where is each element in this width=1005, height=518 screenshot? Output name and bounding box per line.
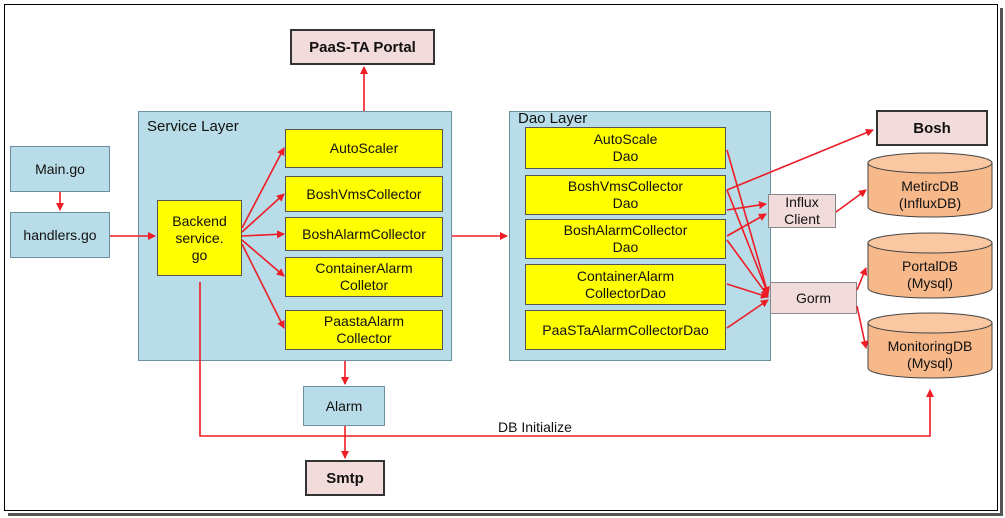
service-layer-title: Service Layer [147, 118, 239, 135]
gorm-to-portaldb-arrow [856, 267, 868, 291]
backend-to-boshalarm-arrow [241, 230, 285, 239]
metricdb-label: MetircDB (InfluxDB) [868, 178, 992, 212]
portaldb-label: PortalDB (Mysql) [868, 258, 992, 292]
boshalarm-dao-to-influx-arrow [726, 213, 767, 237]
backend-service-label: Backend service. go [172, 212, 227, 263]
dao-to-bosh-arrow [726, 128, 874, 191]
db-initialize-label: DB Initialize [498, 419, 572, 435]
bosh-vms-collector-label: BoshVmsCollector [306, 185, 422, 202]
paas-ta-portal-node: PaaS-TA Portal [290, 29, 435, 65]
influx-client-node: Influx Client [768, 194, 836, 228]
container-alarm-collector-label: ContainerAlarm Colletor [315, 260, 413, 293]
boshalarm-dao-to-gorm-arrow [726, 239, 769, 297]
gorm-to-monitoringdb-arrow [856, 305, 869, 349]
handlers-go-label: handlers.go [23, 226, 97, 243]
bosh-alarm-collector-dao-label: BoshAlarmCollector Dao [563, 222, 688, 255]
backend-to-containeralarm-arrow [241, 239, 285, 277]
portaldb-cylinder [867, 232, 993, 299]
bosh-vms-collector-dao-node: BoshVmsCollector Dao [525, 175, 726, 215]
paasta-alarm-collector-dao-node: PaaSTaAlarmCollectorDao [525, 310, 726, 350]
backend-to-autoscaler-arrow [241, 147, 285, 229]
bosh-alarm-collector-node: BoshAlarmCollector [285, 217, 443, 251]
handlers-go-node: handlers.go [10, 212, 110, 258]
smtp-label: Smtp [326, 469, 364, 487]
diagram-frame [4, 4, 998, 511]
boshvms-dao-to-gorm-arrow [726, 189, 770, 295]
autoscale-dao-node: AutoScale Dao [525, 127, 726, 169]
bosh-node: Bosh [876, 110, 988, 146]
autoscaler-node: AutoScaler [285, 129, 443, 168]
db-initialize-arrow [199, 282, 934, 437]
dao-layer-title: Dao Layer [518, 110, 588, 127]
paas-ta-portal-label: PaaS-TA Portal [309, 38, 416, 56]
autoscale-dao-to-gorm-arrow [726, 149, 770, 295]
bosh-vms-collector-node: BoshVmsCollector [285, 176, 443, 212]
monitoringdb-label: MonitoringDB (Mysql) [868, 338, 992, 372]
smtp-node: Smtp [305, 460, 385, 496]
alarm-label: Alarm [325, 397, 363, 414]
container-alarm-collector-node: ContainerAlarm Colletor [285, 257, 443, 297]
autoscale-dao-label: AutoScale Dao [593, 131, 658, 164]
monitoringdb-cylinder [867, 312, 993, 379]
bosh-vms-collector-dao-label: BoshVmsCollector Dao [567, 178, 684, 211]
backend-to-boshvms-arrow [241, 193, 285, 233]
container-alarm-collector-dao-label: ContainerAlarm CollectorDao [576, 267, 675, 301]
influx-to-metricdb-arrow [835, 189, 867, 213]
bosh-alarm-collector-label: BoshAlarmCollector [302, 225, 426, 242]
paasta-dao-to-gorm-arrow [726, 299, 769, 329]
paasta-alarm-collector-node: PaastaAlarm Collector [285, 310, 443, 350]
metricdb-cylinder [867, 152, 993, 218]
main-go-label: Main.go [35, 160, 85, 177]
backend-service-node: Backend service. go [157, 200, 242, 276]
bosh-label: Bosh [913, 119, 951, 137]
influx-client-label: Influx Client [784, 194, 820, 227]
gorm-node: Gorm [770, 282, 857, 314]
alarm-node: Alarm [303, 386, 385, 426]
containeralarm-dao-to-gorm-arrow [726, 283, 769, 299]
autoscaler-label: AutoScaler [329, 140, 399, 156]
backend-to-paastaalarm-arrow [241, 243, 285, 329]
gorm-label: Gorm [796, 289, 831, 306]
container-alarm-collector-dao-node: ContainerAlarm CollectorDao [525, 264, 726, 305]
paasta-alarm-collector-label: PaastaAlarm Collector [323, 313, 405, 346]
monitoringdb-text: MonitoringDB (Mysql) [887, 338, 973, 371]
main-go-node: Main.go [10, 146, 110, 192]
frame-shadow [8, 8, 1003, 516]
boshvms-dao-to-influx-arrow [726, 201, 767, 211]
bosh-alarm-collector-dao-node: BoshAlarmCollector Dao [525, 219, 726, 259]
paasta-alarm-collector-dao-label: PaaSTaAlarmCollectorDao [542, 321, 709, 338]
metricdb-text: MetircDB (InfluxDB) [898, 178, 962, 211]
portaldb-text: PortalDB (Mysql) [901, 258, 959, 291]
